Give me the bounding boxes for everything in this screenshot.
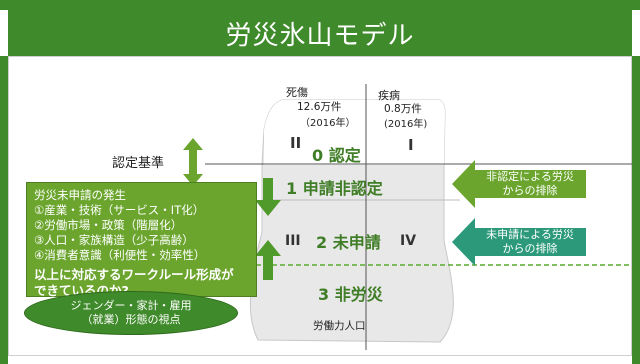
column-right-value: 0.8万件 (384, 103, 422, 115)
double-arrow-icon (183, 138, 203, 186)
ellipse-line-1: ジェンダー・家計・雇用 (70, 299, 192, 312)
level-0-label: 0 認定 (312, 146, 361, 165)
exclusion-arrow-1-line-2: からの排除 (502, 184, 558, 197)
level-1-label: 1 申請非認定 (286, 179, 383, 198)
quadrant-iii-label: III (285, 233, 301, 249)
level-2-label: 2 未申請 (316, 233, 381, 252)
quadrant-ii-label: II (290, 134, 302, 152)
iceberg-tip (264, 100, 445, 165)
level-3-label: 3 非労災 (318, 285, 383, 304)
exclusion-arrow-1-text: 非認定による労災 からの排除 (474, 170, 586, 198)
exclusion-arrow-2-line-2: からの排除 (502, 242, 558, 255)
column-left-year: （2016年） (300, 118, 356, 129)
column-left-value: 12.6万件 (297, 101, 342, 113)
issue-item: ①産業・技術（サービス・IT化） (34, 203, 205, 217)
quadrant-i-label: I (408, 136, 414, 154)
issue-item: ④消費者意識（利便性・効率性） (34, 248, 206, 262)
top-border (0, 0, 640, 10)
exclusion-arrow-1-icon (452, 160, 586, 208)
down-arrow-icon (255, 178, 281, 216)
labor-force-label: 労働力人口 (313, 320, 366, 332)
issues-question-line-1: 以上に対応するワークルール形成が (34, 267, 234, 282)
issue-item: ③人口・家族構造（少子高齢） (34, 233, 194, 247)
quadrant-iv-label: IV (400, 233, 417, 249)
up-arrow-icon (255, 240, 281, 280)
perspective-ellipse: ジェンダー・家計・雇用 （就業）形態の視点 (24, 291, 238, 335)
exclusion-arrow-1-line-1: 非認定による労災 (486, 170, 574, 183)
issues-box: 労災未申請の発生 ①産業・技術（サービス・IT化） ②労働市場・政策（階層化） … (26, 182, 257, 298)
right-border (632, 56, 640, 364)
column-right-year: (2016年) (384, 119, 428, 130)
column-left-label: 死傷 (286, 86, 308, 99)
issue-item: ②労働市場・政策（階層化） (34, 218, 183, 232)
column-right-label: 疾病 (378, 89, 400, 102)
exclusion-arrow-2-line-1: 未申請による労災 (486, 228, 574, 241)
exclusion-arrow-2-icon (452, 218, 586, 266)
nintei-kijun-label: 認定基準 (112, 156, 165, 171)
exclusion-arrow-2-text: 未申請による労災 からの排除 (474, 228, 586, 256)
title-bar: 労災氷山モデル (8, 10, 632, 56)
left-border (0, 56, 8, 364)
ellipse-line-2: （就業）形態の視点 (81, 313, 181, 326)
issues-heading: 労災未申請の発生 (34, 188, 126, 202)
slide-title: 労災氷山モデル (225, 20, 415, 51)
